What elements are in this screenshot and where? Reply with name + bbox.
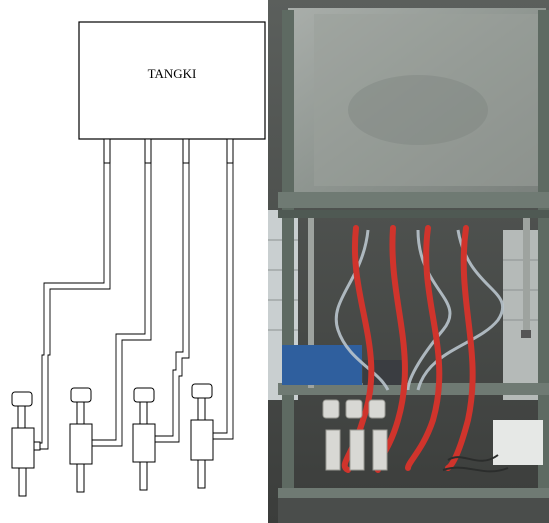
tank-outlets	[103, 138, 234, 164]
dispenser-body	[11, 427, 35, 469]
blue-machine	[282, 345, 362, 385]
pipe-4	[211, 163, 234, 440]
valve-row	[322, 399, 388, 471]
dispenser-knob	[133, 387, 155, 403]
tank: TANGKI	[78, 21, 266, 140]
pipe-3	[154, 163, 190, 443]
dispenser-knob	[191, 383, 213, 399]
dispenser-stem	[197, 397, 206, 421]
pipe-2	[92, 163, 152, 447]
tank-outlet-1	[103, 138, 111, 164]
pipes	[35, 163, 234, 450]
tank-outlet-4	[226, 138, 234, 164]
dispenser-3	[132, 387, 156, 491]
dispenser-side-port	[33, 441, 41, 451]
dispenser-1	[11, 391, 41, 497]
dispenser-body	[190, 419, 214, 461]
steel-frame	[278, 10, 549, 520]
tank-label: TANGKI	[148, 66, 197, 81]
dispenser-nozzle	[18, 467, 27, 497]
tank-front-face	[314, 14, 540, 186]
control-wires	[442, 454, 509, 473]
dispenser-nozzle	[197, 459, 206, 489]
dispenser-nozzle	[139, 461, 148, 491]
dispenser-knob	[70, 387, 92, 403]
schematic-diagram: TANGKI	[11, 21, 266, 497]
pipe-1	[35, 163, 111, 450]
dispenser-knob	[11, 391, 33, 407]
tank-stain	[348, 75, 488, 145]
white-panel	[493, 420, 543, 465]
dispenser-body	[69, 423, 93, 465]
rig-photo	[268, 0, 549, 523]
dispenser-stem	[139, 401, 148, 425]
dispenser-stem	[76, 401, 85, 425]
base-plate	[278, 498, 549, 523]
dispenser-body	[132, 423, 156, 463]
tank-outlet-3	[182, 138, 190, 164]
dispenser-2	[69, 387, 93, 493]
dispenser-stem	[17, 405, 26, 429]
dispenser-4	[190, 383, 214, 489]
tank-outlet-2	[144, 138, 152, 164]
dispenser-nozzle	[76, 463, 85, 493]
tank-body	[78, 21, 266, 140]
